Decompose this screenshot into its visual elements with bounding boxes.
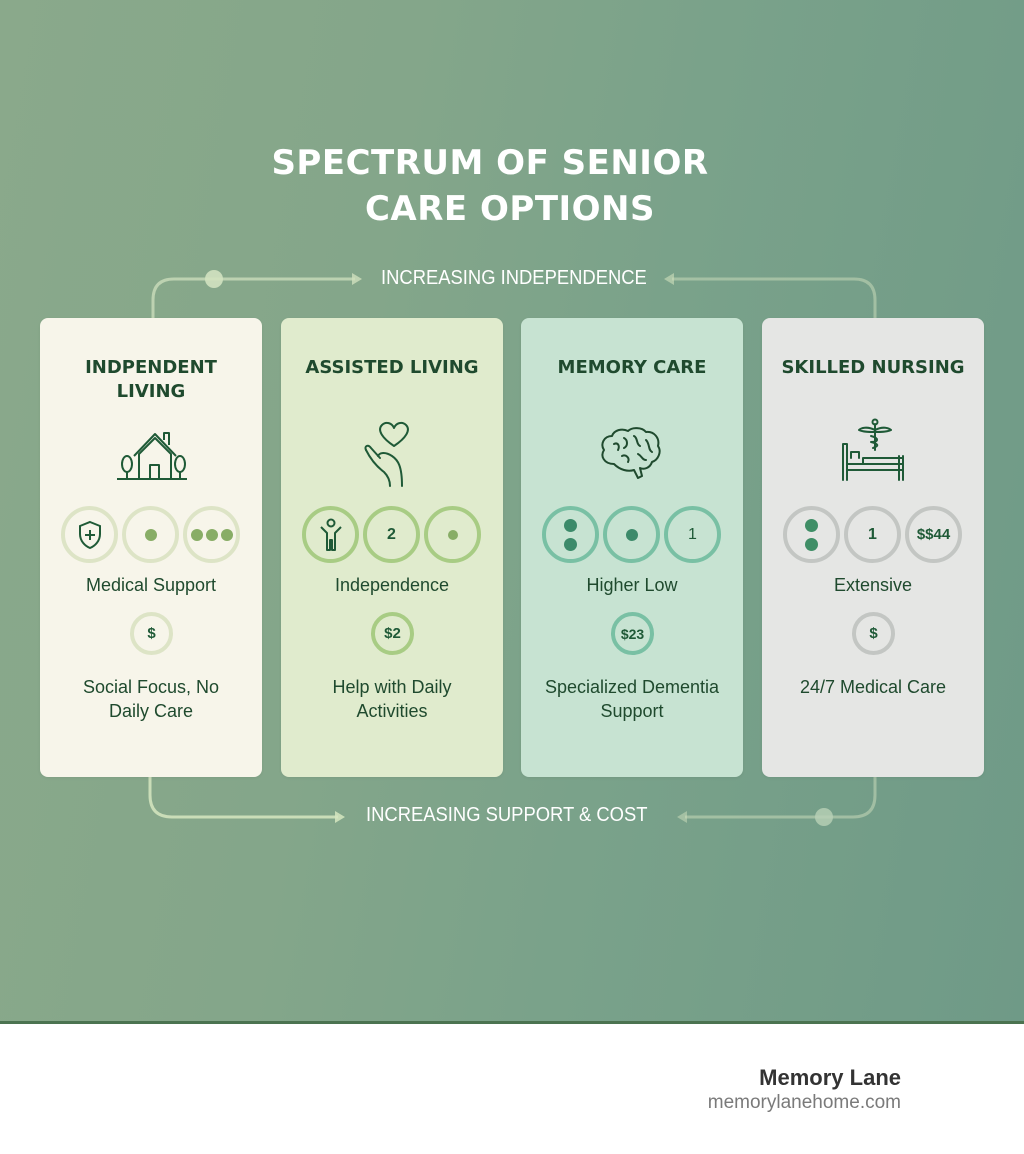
card-memory-care: MEMORY CARE 1 Higher Low (521, 318, 743, 777)
indicator-badge (183, 506, 240, 563)
indicator-badges: 1 $$44 (762, 506, 984, 564)
card-description: Help with Daily Activities (332, 677, 452, 721)
indicator-badges: 1 (521, 506, 743, 564)
indicator-badge: 1 (664, 506, 721, 563)
hand-holding-heart-icon (352, 418, 432, 488)
indicator-badge (603, 506, 660, 563)
increasing-support-cost-label: INCREASING SUPPORT & COST (366, 804, 648, 826)
metric-label: Medical Support (85, 575, 217, 595)
indicator-badge: 1 (844, 506, 901, 563)
dot-icon (144, 528, 157, 541)
infographic-title: SPECTRUM OF SENIOR CARE OPTIONS (0, 140, 980, 232)
indicator-badges (40, 506, 262, 564)
card-title: MEMORY CARE (557, 357, 707, 378)
brand-url[interactable]: memorylanehome.com (707, 1092, 901, 1113)
cost-badge: $2 (371, 612, 414, 655)
card-assisted-living: ASSISTED LIVING 2 Independence $2 H (281, 318, 503, 777)
indicator-badge: 2 (363, 506, 420, 563)
infographic-background: SPECTRUM OF SENIOR CARE OPTIONS INCREASI… (0, 0, 1024, 1024)
cost-badge: $23 (611, 612, 654, 655)
dot-icon (625, 528, 638, 541)
hospital-bed-caduceus-icon (833, 418, 913, 488)
indicator-badge: $$44 (905, 506, 962, 563)
cost-badge: $ (852, 612, 895, 655)
metric-label: Independence (334, 575, 450, 595)
indicator-badge (542, 506, 599, 563)
brain-icon (592, 418, 672, 488)
card-independent-living: INDPENDENT LIVING (40, 318, 262, 777)
increasing-independence-label: INCREASING INDEPENDENCE (381, 267, 647, 289)
brand-name: Memory Lane (759, 1065, 901, 1090)
metric-label: Extensive (833, 575, 913, 595)
indicator-badge (783, 506, 840, 563)
card-title: INDPENDENT LIVING (85, 357, 217, 402)
shield-plus-icon (78, 520, 101, 549)
dot-icon (447, 529, 458, 540)
indicator-badges: 2 (281, 506, 503, 564)
two-dots-icon (805, 518, 818, 551)
indicator-badge (424, 506, 481, 563)
cost-badge: $ (130, 612, 173, 655)
person-arms-up-icon (319, 518, 342, 551)
card-description: Specialized Dementia Support (544, 677, 720, 721)
card-title: ASSISTED LIVING (305, 357, 479, 378)
indicator-badge (61, 506, 118, 563)
card-description: 24/7 Medical Care (799, 677, 947, 697)
indicator-badge (302, 506, 359, 563)
three-dots-icon (190, 528, 233, 541)
title-line-2: CARE OPTIONS (364, 189, 656, 229)
card-skilled-nursing: SKILLED NURSING 1 $$44 (762, 318, 984, 777)
card-title: SKILLED NURSING (781, 357, 965, 378)
footer-brand: Memory Lane memorylanehome.com (708, 1064, 901, 1114)
title-line-1: SPECTRUM OF SENIOR (271, 143, 709, 183)
two-dots-icon (564, 518, 577, 551)
house-with-trees-icon (111, 418, 191, 488)
card-description: Social Focus, No Daily Care (82, 677, 220, 721)
metric-label: Higher Low (586, 575, 678, 595)
indicator-badge (122, 506, 179, 563)
